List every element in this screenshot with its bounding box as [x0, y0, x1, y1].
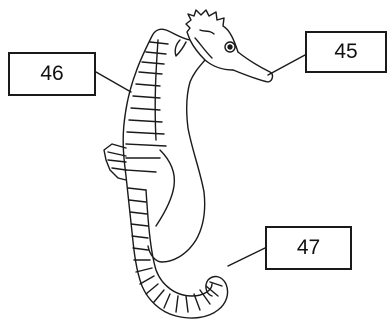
- seahorse-snout: [233, 52, 272, 82]
- label-box-body: 46: [8, 52, 96, 96]
- leader-line-body: [96, 72, 131, 92]
- seahorse-pectoral-fin: [175, 40, 186, 56]
- seahorse-front-outline: [148, 60, 205, 262]
- label-text-tail: 47: [297, 236, 320, 260]
- label-text-body: 46: [40, 62, 63, 86]
- label-box-tail: 47: [265, 226, 352, 270]
- seahorse-gill: [195, 38, 212, 58]
- seahorse-belly: [156, 150, 174, 226]
- seahorse-eye: [228, 45, 232, 49]
- leader-line-tail: [228, 248, 265, 266]
- label-text-head: 45: [334, 40, 357, 64]
- label-box-head: 45: [305, 31, 387, 73]
- seahorse-head: [186, 10, 238, 70]
- dorsal-fin-ray: [108, 152, 126, 170]
- leader-line-head: [268, 55, 305, 75]
- seahorse-head-bump: [200, 30, 214, 34]
